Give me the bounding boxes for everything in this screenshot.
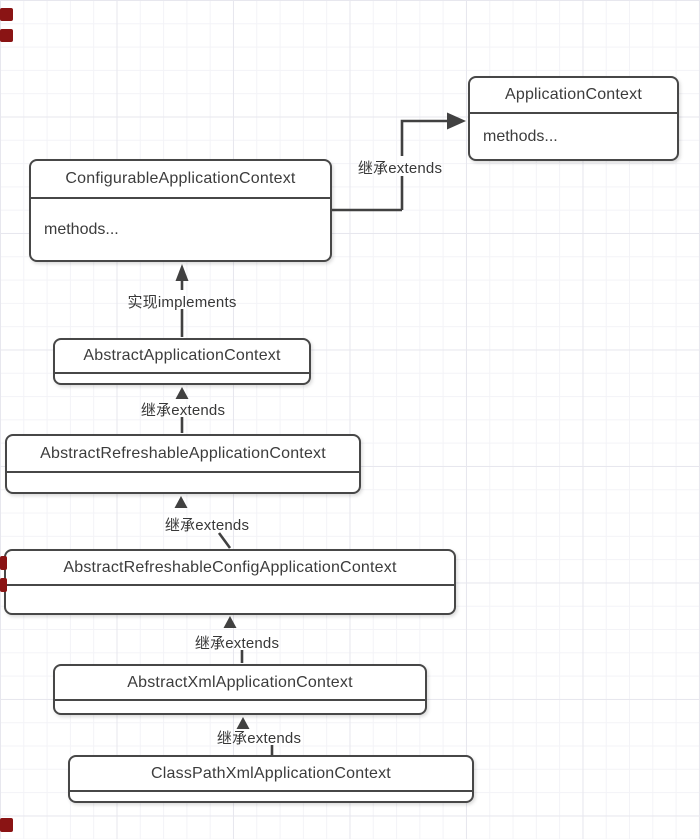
extends-arrowhead-1 xyxy=(175,387,189,399)
extends-arrowhead-top xyxy=(447,112,466,130)
class-title: AbstractRefreshableApplicationContext xyxy=(7,436,359,473)
edge-label-extends-2: 继承extends xyxy=(164,517,250,534)
red-marker xyxy=(0,556,7,570)
class-title: ConfigurableApplicationContext xyxy=(31,161,330,199)
class-methods xyxy=(55,701,425,713)
edge-label-extends-1: 继承extends xyxy=(140,402,226,419)
class-box-class-path-xml-application-context[interactable]: ClassPathXmlApplicationContext xyxy=(68,755,474,803)
class-title: AbstractXmlApplicationContext xyxy=(55,666,425,701)
class-box-abstract-refreshable-application-context[interactable]: AbstractRefreshableApplicationContext xyxy=(5,434,361,494)
extends-arrowhead-3 xyxy=(223,616,237,628)
implements-arrowhead xyxy=(175,264,189,281)
class-methods xyxy=(55,374,309,383)
edge-label-extends-top: 继承extends xyxy=(357,160,443,177)
class-title: ClassPathXmlApplicationContext xyxy=(70,757,472,792)
class-box-abstract-refreshable-config-application-context[interactable]: AbstractRefreshableConfigApplicationCont… xyxy=(4,549,456,615)
class-methods: methods... xyxy=(483,127,558,145)
class-title: AbstractRefreshableConfigApplicationCont… xyxy=(6,551,454,586)
class-methods xyxy=(7,473,359,492)
extends-arrowhead-2 xyxy=(174,496,188,508)
class-box-configurable-application-context[interactable]: ConfigurableApplicationContext methods..… xyxy=(29,159,332,262)
extends-edge-2 xyxy=(217,532,232,549)
class-title: AbstractApplicationContext xyxy=(55,340,309,374)
edge-label-implements: 实现implements xyxy=(127,294,237,311)
red-marker xyxy=(0,8,13,21)
class-title: ApplicationContext xyxy=(470,78,677,114)
red-marker xyxy=(0,578,7,592)
edge-label-extends-4: 继承extends xyxy=(216,730,302,747)
red-marker xyxy=(0,818,13,832)
edge-label-extends-3: 继承extends xyxy=(194,635,280,652)
red-marker xyxy=(0,29,13,42)
class-methods: methods... xyxy=(44,220,119,238)
class-box-abstract-xml-application-context[interactable]: AbstractXmlApplicationContext xyxy=(53,664,427,715)
class-methods xyxy=(70,792,472,801)
class-box-application-context[interactable]: ApplicationContext methods... xyxy=(468,76,679,161)
class-methods xyxy=(6,586,454,613)
class-box-abstract-application-context[interactable]: AbstractApplicationContext xyxy=(53,338,311,385)
